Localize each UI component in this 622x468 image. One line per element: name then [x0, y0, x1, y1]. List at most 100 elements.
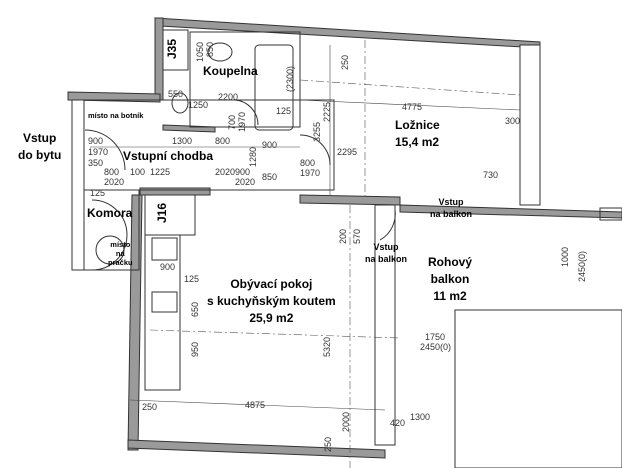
dimension-label: 100 [130, 167, 146, 177]
dimension-label: 250 [142, 402, 158, 412]
dimension-label: 1300 [410, 412, 431, 422]
label-living-name: Obývací pokoj [230, 277, 313, 291]
dimension-label: 250 [340, 54, 350, 70]
dimension-label: 1280 [248, 146, 258, 167]
kitchen-sink [151, 291, 178, 313]
label-balcony-line2: balkon [430, 272, 470, 286]
wall-balcony-top [399, 204, 622, 219]
dimension-label: 800 [300, 158, 316, 168]
dimension-label: 200 [338, 228, 348, 244]
dimension-label: 125 [90, 188, 106, 198]
label-living-sub: s kuchyňským koutem [207, 294, 336, 308]
label-entry-line2: na balkon [430, 209, 473, 219]
dimension-label: 2295 [337, 147, 358, 157]
dimension-label: 800 [104, 167, 120, 177]
door-swing [91, 199, 128, 271]
dimension-label: 1050 [195, 41, 205, 62]
wall-left [71, 99, 85, 271]
label-entry-line1: Vstup [438, 197, 464, 207]
label-storage: Komora [87, 206, 133, 220]
balcony-railing [599, 207, 622, 221]
wall-bedroom-bottom [299, 194, 401, 206]
axis-line [299, 79, 521, 96]
door-swing [84, 129, 126, 171]
dimension-label: 900 [235, 167, 251, 177]
dimension-label: 570 [352, 228, 362, 244]
wall-bathroom-bottom [162, 124, 216, 133]
label-entrance-line2: do bytu [18, 148, 62, 162]
dimension-label: 2225 [322, 101, 332, 122]
wall-living-bottom [127, 439, 386, 459]
dimension-label: (2300) [285, 65, 295, 92]
dimension-label: 850 [262, 172, 278, 182]
label-hallway: Vstupní chodba [123, 149, 213, 163]
dimension-label: 650 [190, 301, 200, 317]
dimension-label: 2020 [104, 177, 125, 187]
dimension-label: 1970 [300, 168, 321, 178]
dimension-label: 900 [88, 136, 104, 146]
wall-bathroom-left [154, 17, 164, 101]
dimension-label: 1250 [188, 100, 209, 110]
label-entry-line2: na balkon [365, 254, 408, 264]
dimension-label: 1970 [237, 111, 247, 132]
shaft-label: J35 [165, 38, 180, 60]
dimension-label: 2020 [215, 167, 236, 177]
label-balcony-area: 11 m2 [433, 289, 467, 303]
stove [151, 237, 178, 261]
door-swing [234, 99, 259, 126]
label-entry-line1: Vstup [373, 242, 399, 252]
label-balcony: Rohový balkon 11 m2 [428, 254, 472, 305]
dimension-label: 1300 [172, 136, 193, 146]
dimension-label: 2000 [341, 411, 351, 432]
balcony-inner [454, 309, 622, 468]
dimension-label: 1750 [425, 332, 446, 342]
label-living: Obývací pokoj s kuchyňským koutem 25,9 m… [207, 276, 336, 327]
dim-line [299, 99, 521, 111]
label-bathroom: Koupelna [203, 64, 258, 78]
dimension-label: 900 [262, 140, 278, 150]
hallway [83, 99, 335, 191]
sink [207, 42, 233, 62]
wall-storage-top [139, 187, 211, 196]
dimension-label: 950 [190, 341, 200, 357]
label-living-balcony-entry: Vstup na balkon [365, 241, 407, 265]
label-living-area: 25,9 m2 [249, 311, 294, 325]
dimension-label: 730 [483, 170, 499, 180]
wall-bedroom-right [519, 44, 541, 206]
dimension-label: 125 [276, 106, 292, 116]
dimension-label: 2450(0) [420, 342, 452, 352]
dimension-label: 4775 [402, 102, 423, 112]
toilet [171, 92, 189, 114]
wall-living-left [127, 194, 143, 451]
dimension-label: 350 [88, 158, 104, 168]
label-washer-line2: na [115, 249, 125, 258]
label-washer-line3: pračku [108, 258, 133, 267]
dimension-label: 1970 [88, 147, 109, 157]
dimension-label: 1225 [150, 167, 171, 177]
kitchen-counter [144, 234, 181, 391]
door-swing [299, 134, 331, 166]
axis-line [149, 329, 401, 339]
bathtub [254, 44, 294, 131]
dimension-label: 420 [390, 418, 406, 428]
door-swing [379, 209, 396, 241]
dimension-label: 3255 [312, 121, 322, 142]
dimension-label: 4875 [245, 400, 266, 410]
dimension-label: 700 [227, 114, 237, 130]
dimension-label: 125 [184, 274, 200, 284]
dimension-label: 5320 [322, 336, 332, 357]
label-bedroom-area: 15,4 m2 [395, 135, 440, 149]
dim-line [129, 399, 386, 411]
dimension-label: 550 [168, 89, 184, 99]
label-washer-line1: místo [110, 240, 131, 249]
label-bedroom-name: Ložnice [395, 118, 440, 132]
label-bedroom-balcony-entry: Vstup na balkon [430, 196, 472, 220]
label-bedroom: Ložnice 15,4 m2 [395, 117, 440, 151]
dimension-label: 1000 [560, 246, 570, 267]
dimension-label: 900 [160, 262, 176, 272]
dimension-label: 2450(0) [577, 250, 587, 282]
label-balcony-line1: Rohový [428, 255, 473, 269]
bathroom-room [189, 31, 301, 128]
